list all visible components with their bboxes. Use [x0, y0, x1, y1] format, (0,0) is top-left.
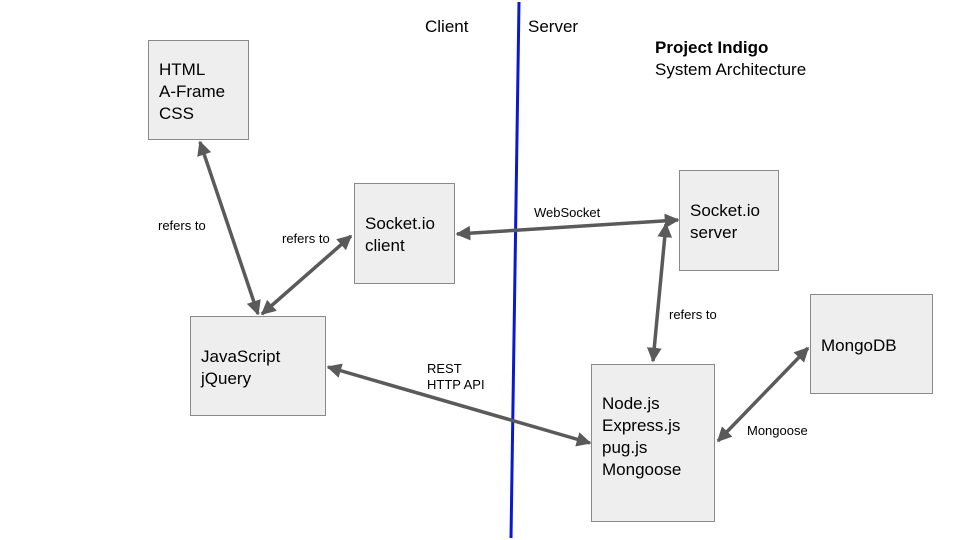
server-label: Server: [528, 17, 579, 36]
edge-node-mongodb: [716, 346, 810, 443]
edge-label-refers-to-html: refers to: [158, 218, 206, 233]
node-line: Socket.io: [365, 214, 435, 233]
edge-socket-client-socket-server: [455, 213, 680, 241]
node-line: HTML: [159, 60, 206, 79]
node-javascript: JavaScript jQuery: [190, 316, 326, 416]
edge-label-http-api: HTTP API: [427, 377, 485, 392]
node-line: Node.js: [602, 394, 660, 413]
node-line: Express.js: [602, 416, 681, 435]
node-mongodb: MongoDB: [810, 294, 933, 394]
node-line: pug.js: [602, 438, 648, 457]
node-line: Socket.io: [690, 201, 760, 220]
edge-socket-server-node: [646, 222, 673, 363]
client-label: Client: [425, 17, 469, 36]
node-socket-io-client: Socket.io client: [354, 183, 455, 284]
diagram-subtitle: System Architecture: [655, 60, 807, 79]
node-line: JavaScript: [201, 347, 281, 366]
node-line: CSS: [159, 104, 194, 123]
edge-label-refers-to-server: refers to: [669, 307, 717, 322]
edge-label-websocket: WebSocket: [534, 205, 601, 220]
node-line: client: [365, 236, 405, 255]
node-line: jQuery: [201, 369, 252, 388]
node-html: HTML A-Frame CSS: [148, 40, 249, 140]
node-line: A-Frame: [159, 82, 226, 101]
edge-label-mongoose: Mongoose: [747, 423, 808, 438]
edge-html-javascript: [197, 140, 261, 316]
edge-javascript-node: [326, 363, 592, 447]
node-line: MongoDB: [821, 336, 897, 355]
node-nodejs: Node.js Express.js pug.js Mongoose: [591, 364, 715, 522]
edge-label-rest: REST: [427, 361, 462, 376]
node-socket-io-server: Socket.io server: [679, 170, 779, 271]
node-line: server: [690, 223, 738, 242]
client-server-divider: [509, 1, 521, 539]
edge-label-refers-to-socket-client: refers to: [282, 231, 330, 246]
edge-javascript-socket-client: [260, 234, 353, 316]
node-line: Mongoose: [602, 460, 682, 479]
diagram-title: Project Indigo: [655, 38, 769, 57]
